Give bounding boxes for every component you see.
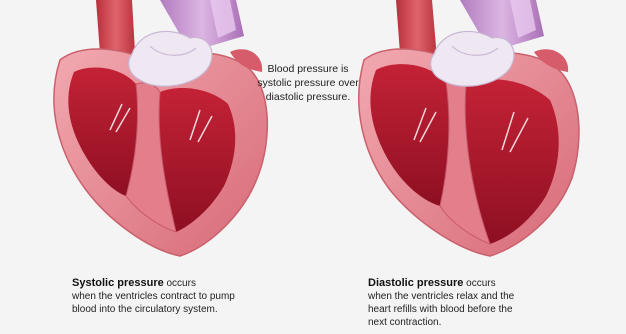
diastolic-caption-line-1: Diastolic pressure occurs <box>368 277 600 290</box>
diastolic-caption-line-4: next contraction. <box>368 316 600 329</box>
systolic-term: Systolic pressure <box>72 277 164 289</box>
systolic-caption-line-3: blood into the circulatory system. <box>72 303 302 316</box>
diastolic-caption-line-3: heart refills with blood before the <box>368 303 600 316</box>
right-ventricle-chamber <box>370 64 448 206</box>
systolic-caption: Systolic pressure occurs when the ventri… <box>72 277 302 316</box>
diastolic-caption-line-2: when the ventricles relax and the <box>368 290 600 303</box>
systolic-heart-illustration <box>40 0 290 258</box>
diastolic-term: Diastolic pressure <box>368 277 463 289</box>
systolic-caption-line-1: Systolic pressure occurs <box>72 277 302 290</box>
diastolic-caption: Diastolic pressure occurs when the ventr… <box>368 277 600 329</box>
systolic-rest: occurs <box>164 278 196 289</box>
diastolic-rest: occurs <box>463 278 495 289</box>
systolic-caption-line-2: when the ventricles contract to pump <box>72 290 302 303</box>
diastolic-heart-illustration <box>350 0 600 258</box>
